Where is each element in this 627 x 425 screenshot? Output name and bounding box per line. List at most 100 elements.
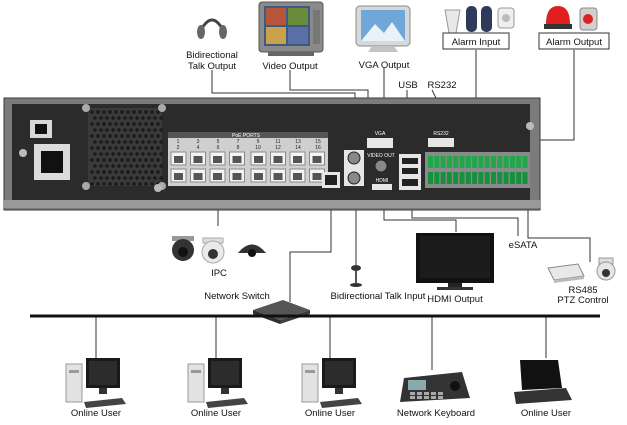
label-hdmi-output: HDMI Output: [427, 294, 483, 305]
vga-monitor-icon: [355, 5, 411, 52]
alarm-terminal: [503, 172, 509, 184]
label-vga-output: VGA Output: [359, 60, 410, 71]
alarm-terminal: [434, 156, 440, 168]
alarm-terminal: [478, 156, 484, 168]
alarm-terminal: [446, 172, 452, 184]
alarm-terminal: [509, 172, 515, 184]
alarm-terminal: [522, 172, 528, 184]
alarm-terminal: [428, 172, 433, 184]
label-online-user-4: Online User: [521, 408, 571, 419]
laptop-icon: [514, 360, 572, 404]
poe-port-number: 13: [295, 139, 301, 145]
alarm-terminal: [503, 156, 509, 168]
poe-port-number: 16: [315, 145, 321, 151]
poe-port-number: 12: [275, 145, 281, 151]
label-rs485-line2: PTZ Control: [557, 295, 608, 306]
alarm-terminal: [491, 156, 496, 168]
label-rs232: RS232: [427, 80, 456, 91]
vga-port: [367, 138, 393, 148]
alarm-terminal: [434, 172, 440, 184]
network-switch-icon: [253, 300, 310, 324]
vga-port-label: VGA: [375, 131, 386, 137]
diagram-labels: Bidirectional Talk Output Video Output V…: [71, 37, 609, 419]
alarm-terminal: [465, 156, 471, 168]
fan-vent: [88, 108, 162, 186]
online-user-pc-3-icon: [301, 358, 362, 408]
poe-port-number: 5: [217, 139, 220, 145]
online-user-pc-2-icon: [187, 358, 248, 408]
alarm-terminal: [497, 156, 503, 168]
alarm-terminal: [497, 172, 503, 184]
label-talk-output-line2: Talk Output: [188, 61, 236, 72]
alarm-terminal: [428, 156, 433, 168]
poe-port-number: 3: [197, 139, 200, 145]
video-out-port-label: VIDEO OUT: [367, 153, 395, 159]
alarm-terminal: [509, 156, 515, 168]
alarm-terminal: [440, 172, 446, 184]
alarm-sensor-icons: [444, 6, 515, 34]
label-ipc: IPC: [211, 268, 227, 279]
ground-screw: [19, 149, 27, 157]
alarm-terminal: [472, 156, 478, 168]
label-talk-input: Bidirectional Talk Input: [331, 291, 426, 302]
rs485-line: [527, 192, 591, 262]
poe-port-number: 14: [295, 145, 301, 151]
ptz-camera-icons: [547, 257, 616, 283]
alarm-output-box: [538, 32, 610, 50]
alarm-terminal: [459, 156, 465, 168]
label-online-user-2: Online User: [191, 408, 241, 419]
alarm-terminal: [465, 172, 471, 184]
poe-port-number: 6: [217, 145, 220, 151]
label-alarm-output: Alarm Output: [546, 37, 602, 48]
poe-port-number: 11: [275, 139, 280, 145]
alarm-terminal: [478, 172, 484, 184]
rs232-port-label: RS232: [433, 131, 449, 137]
hdmi-port-label: HDMI: [376, 178, 389, 184]
poe-port-number: 9: [257, 139, 260, 145]
alarm-terminal: [484, 156, 490, 168]
alarm-terminal: [440, 156, 446, 168]
label-esata: eSATA: [509, 240, 538, 251]
hdmi-port: [372, 184, 392, 190]
ipc-camera-icons: [172, 236, 266, 264]
poe-port-number: 15: [315, 139, 321, 145]
alarm-input-box: [442, 32, 510, 50]
alarm-terminal: [472, 172, 478, 184]
tv-monitor-icon: [258, 1, 324, 56]
video-out-port: [374, 159, 388, 173]
headphones-icon: [197, 18, 227, 39]
poe-port-number: 8: [237, 145, 240, 151]
online-user-pc-1-icon: [65, 358, 126, 408]
alarm-siren-icons: [544, 6, 598, 31]
alarm-terminal: [446, 156, 452, 168]
microphone-icon: [350, 265, 362, 287]
poe-port-number: 7: [237, 139, 240, 145]
label-video-output: Video Output: [262, 61, 318, 72]
poe-ports-title: PoE PORTS: [232, 133, 261, 139]
label-online-user-1: Online User: [71, 408, 121, 419]
label-rs485-line1: RS485: [568, 285, 597, 296]
label-network-switch: Network Switch: [204, 291, 269, 302]
alarm-terminal: [459, 172, 465, 184]
poe-port-number: 10: [255, 145, 261, 151]
network-line: [289, 190, 332, 302]
label-usb: USB: [398, 80, 418, 91]
hdmi-tv-icon: [416, 233, 494, 290]
alarm-terminal: [516, 172, 522, 184]
alarm-terminal: [453, 172, 459, 184]
label-alarm-input: Alarm Input: [452, 37, 501, 48]
label-online-user-3: Online User: [305, 408, 355, 419]
alarm-terminal: [522, 156, 528, 168]
alarm-terminal: [453, 156, 459, 168]
poe-port-number: 1: [177, 139, 180, 145]
label-talk-output-line1: Bidirectional: [186, 50, 238, 61]
poe-port-number: 4: [197, 145, 200, 151]
alarm-terminal: [516, 156, 522, 168]
label-network-keyboard: Network Keyboard: [397, 408, 475, 419]
network-keyboard-icon: [400, 372, 470, 402]
rs232-port: [428, 138, 454, 147]
poe-port-number: 2: [177, 145, 180, 151]
